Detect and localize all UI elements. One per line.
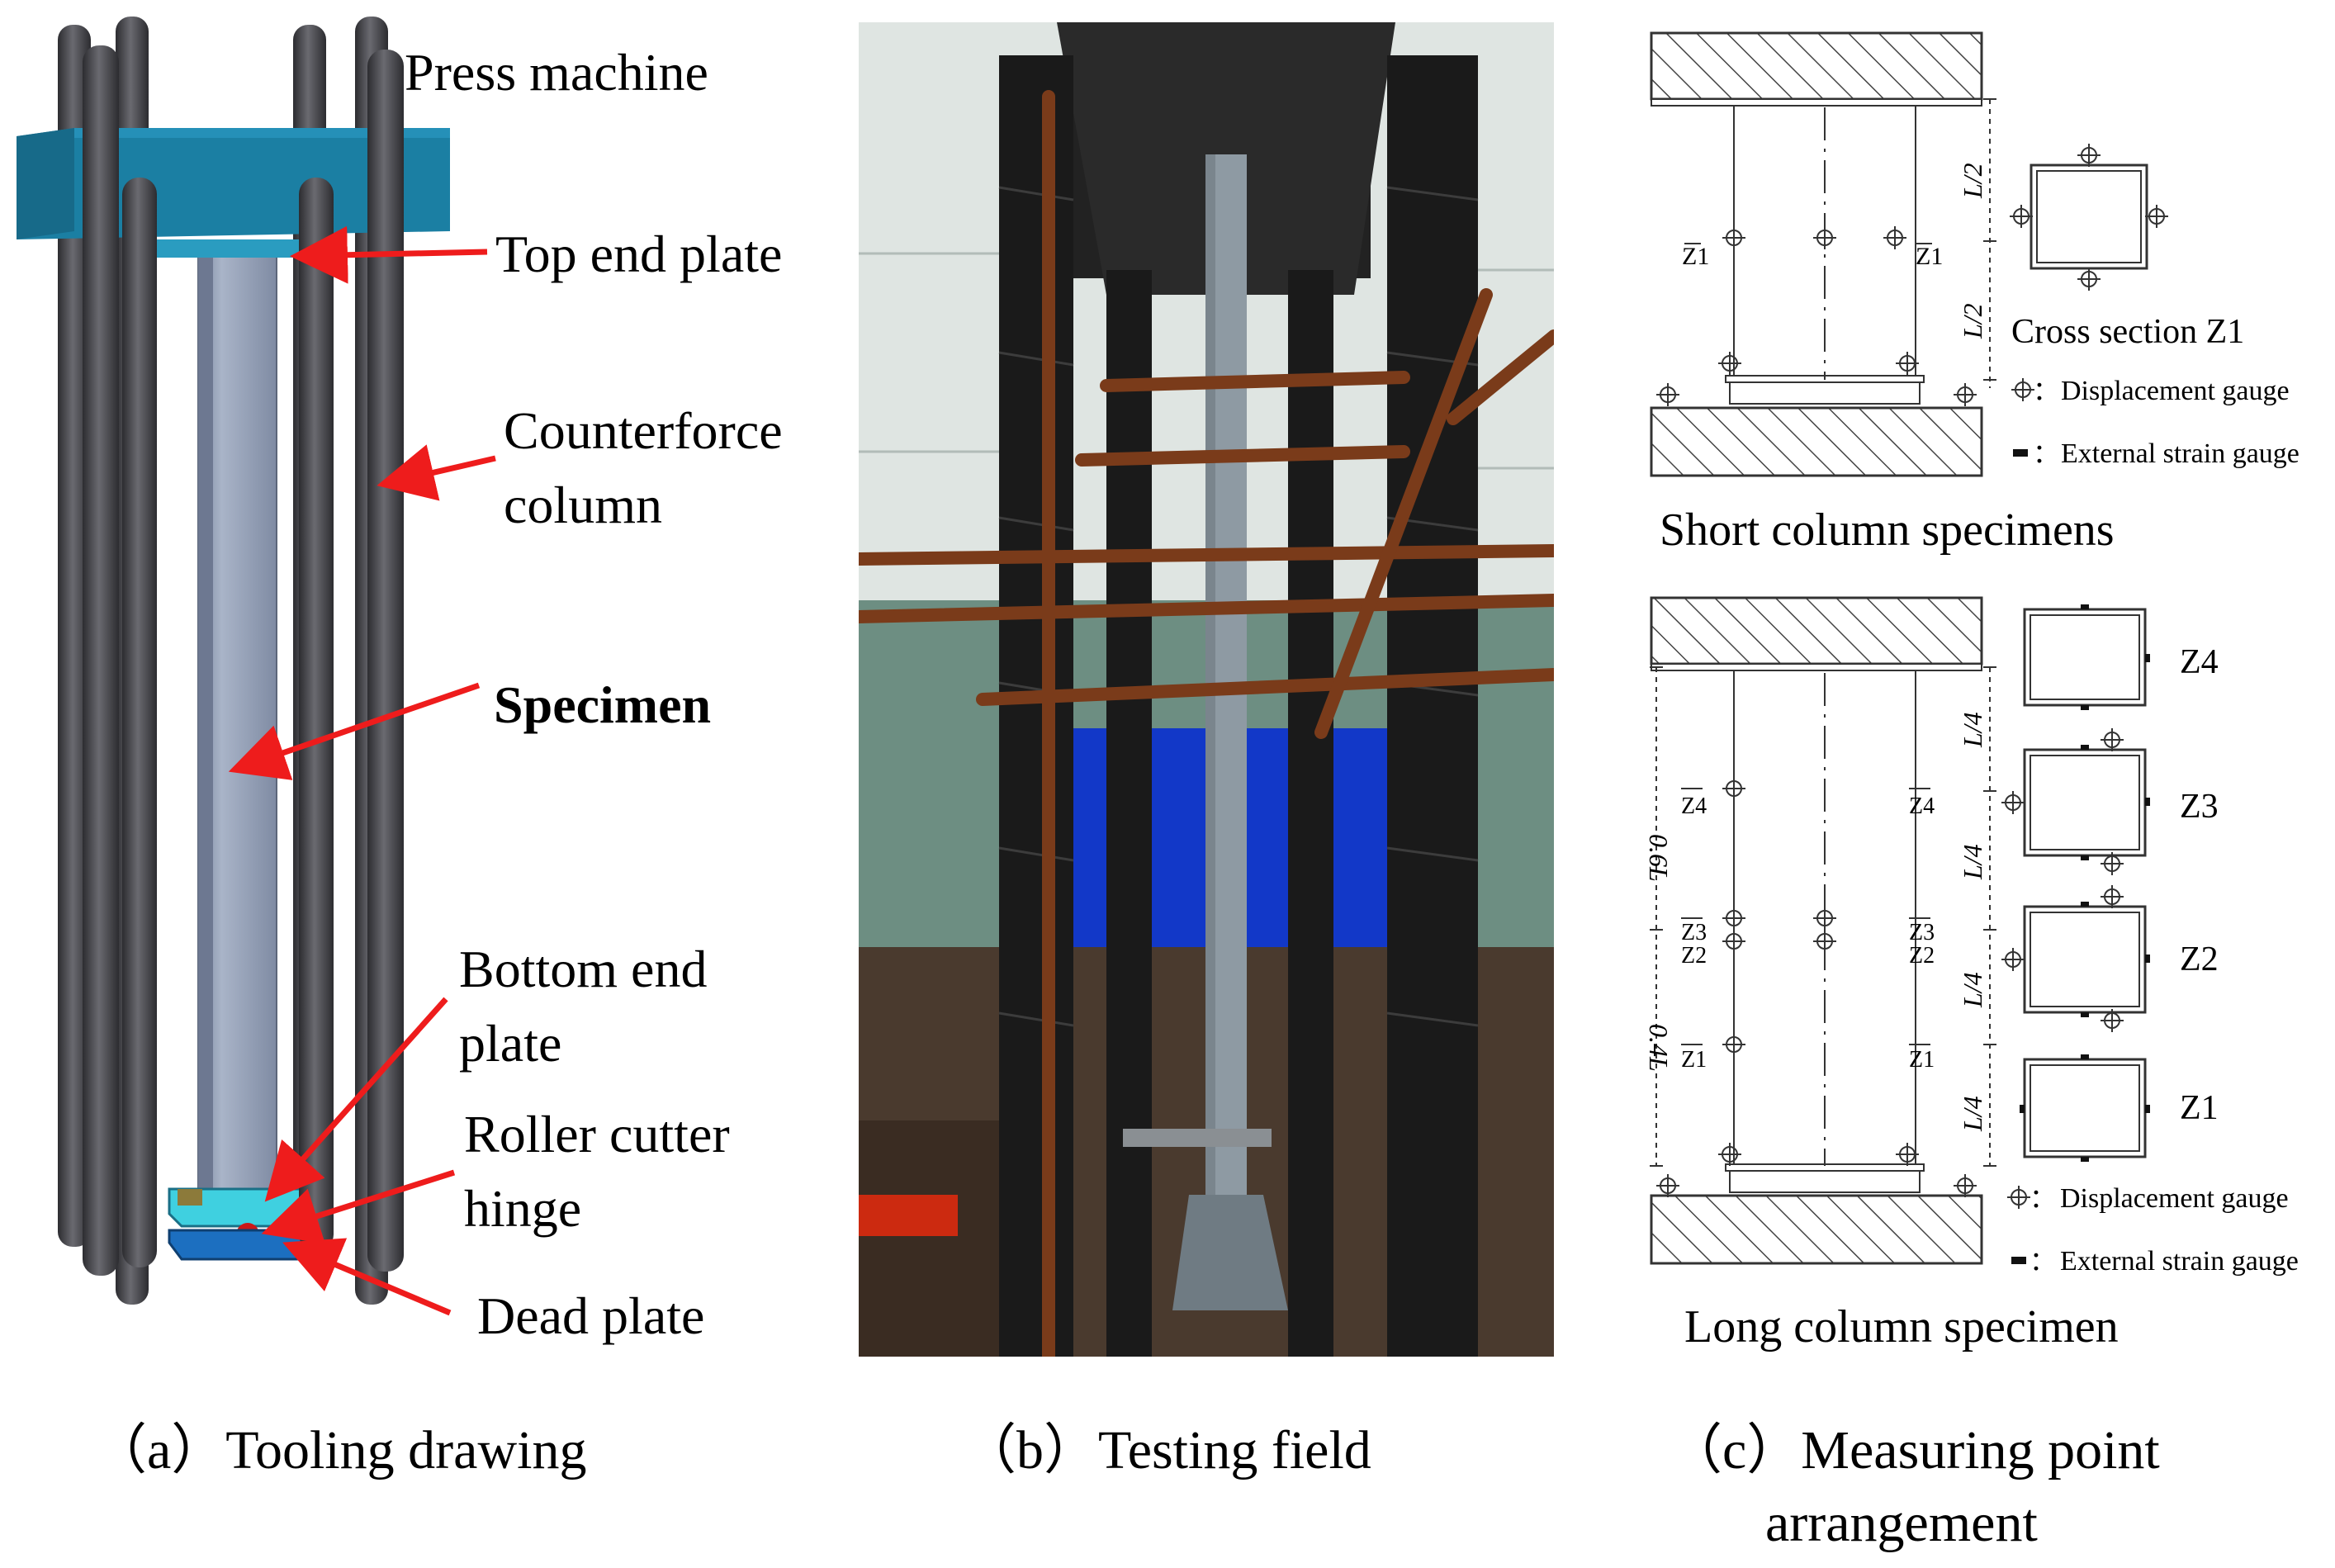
threaded-column xyxy=(1106,270,1152,1357)
long-section-label-right-z1: Z1 xyxy=(1909,1047,1935,1073)
long-section-label-right-z2: Z2 xyxy=(1909,943,1935,969)
long-section-name-z3: Z3 xyxy=(2180,788,2219,826)
long-dim-left-top: 0.6L xyxy=(1644,834,1674,882)
dead-plate xyxy=(168,1229,307,1261)
arrow-top-end-plate xyxy=(290,225,488,284)
label-roller-1: Roller cutter xyxy=(464,1105,730,1163)
long-section-label-right-z3: Z3 xyxy=(1909,920,1935,945)
label-counterforce-1: Counterforce xyxy=(504,401,783,460)
short-column-diagram xyxy=(1650,31,1996,477)
legend-displacement-short: Displacement gauge xyxy=(2061,376,2290,406)
legend-sep-displacement-short: ： xyxy=(2033,376,2059,405)
long-section-label-left-z2: Z2 xyxy=(1681,943,1707,969)
arrow-roller-hinge xyxy=(261,1169,456,1244)
legend-strain-long: External strain gauge xyxy=(2060,1246,2299,1277)
label-top-end-plate: Top end plate xyxy=(495,225,783,283)
long-cross-section-z3 xyxy=(2001,727,2150,876)
arrow-bottom-end-plate xyxy=(264,997,448,1202)
label-bottom-end-1: Bottom end xyxy=(459,940,708,998)
long-section-name-z2: Z2 xyxy=(2180,940,2219,978)
threaded-column xyxy=(1387,55,1478,1357)
counterforce-column xyxy=(367,50,404,1272)
legend-sep-strain-short: ： xyxy=(2033,438,2059,468)
long-section-label-left-z1: Z1 xyxy=(1681,1047,1707,1073)
short-section-label-right: Z1 xyxy=(1916,243,1943,270)
threaded-column xyxy=(1288,270,1333,1357)
short-column-title: Short column specimens xyxy=(1660,505,2115,556)
long-section-label-left-z3: Z3 xyxy=(1681,920,1707,945)
cross-section-title: Cross section Z1 xyxy=(2011,313,2244,351)
label-specimen: Specimen xyxy=(494,675,712,734)
top-end-plate xyxy=(157,239,322,258)
tooling-drawing xyxy=(17,17,496,1316)
caption-c-line2: arrangement xyxy=(1765,1493,2038,1553)
strain-gauge-icon xyxy=(2011,1257,2026,1264)
legend-sep-displacement-long: ： xyxy=(2030,1183,2056,1213)
long-dim-left-bottom: 0.4L xyxy=(1644,1024,1674,1072)
label-dead-plate: Dead plate xyxy=(477,1286,705,1345)
short-section-label-left: Z1 xyxy=(1682,243,1709,270)
arrow-dead-plate xyxy=(282,1238,452,1316)
legend-sep-strain-long: ： xyxy=(2030,1246,2056,1276)
long-cross-section-z4 xyxy=(2023,604,2150,710)
testing-field-photo xyxy=(859,22,1554,1357)
long-section-label-left-z4: Z4 xyxy=(1681,793,1707,819)
label-counterforce-2: column xyxy=(504,476,662,534)
arrow-counterforce xyxy=(377,444,496,501)
long-column-title: Long column specimen xyxy=(1684,1301,2119,1352)
label-press-machine: Press machine xyxy=(405,43,708,102)
counterforce-column xyxy=(83,45,119,1276)
long-dim-right-4: L/4 xyxy=(1958,1096,1987,1132)
short-cross-section xyxy=(2009,143,2169,291)
long-dim-right-1: L/4 xyxy=(1958,712,1987,748)
caption-a: （a）Tooling drawing xyxy=(92,1420,587,1480)
label-roller-2: hinge xyxy=(464,1179,582,1238)
long-cross-section-z1 xyxy=(2020,1054,2150,1162)
legend-displacement-long: Displacement gauge xyxy=(2060,1183,2289,1214)
long-section-label-right-z4: Z4 xyxy=(1909,793,1935,819)
label-bottom-end-2: plate xyxy=(459,1014,562,1073)
caption-c-line1: （c）Measuring point xyxy=(1668,1420,2160,1480)
strain-gauge-icon xyxy=(2013,449,2028,457)
long-column-diagram xyxy=(1650,596,1996,1265)
short-dim-top: L/2 xyxy=(1958,163,1987,199)
legend-strain-short: External strain gauge xyxy=(2061,438,2299,469)
long-dim-right-2: L/4 xyxy=(1958,844,1987,880)
long-cross-section-z2 xyxy=(2001,884,2150,1033)
short-dim-bottom: L/2 xyxy=(1958,303,1987,339)
long-section-name-z1: Z1 xyxy=(2180,1089,2219,1127)
counterforce-column xyxy=(299,178,334,1251)
counterforce-column xyxy=(122,178,157,1267)
arrow-specimen xyxy=(228,682,481,780)
long-section-name-z4: Z4 xyxy=(2180,643,2219,681)
threaded-column xyxy=(999,55,1073,1357)
measuring-point-diagram: Z1 Z1 L/2 L/2 Cross section Z1 ： Displac… xyxy=(1644,31,2299,1352)
long-dim-right-3: L/4 xyxy=(1958,972,1987,1008)
caption-b: （b）Testing field xyxy=(962,1420,1371,1480)
